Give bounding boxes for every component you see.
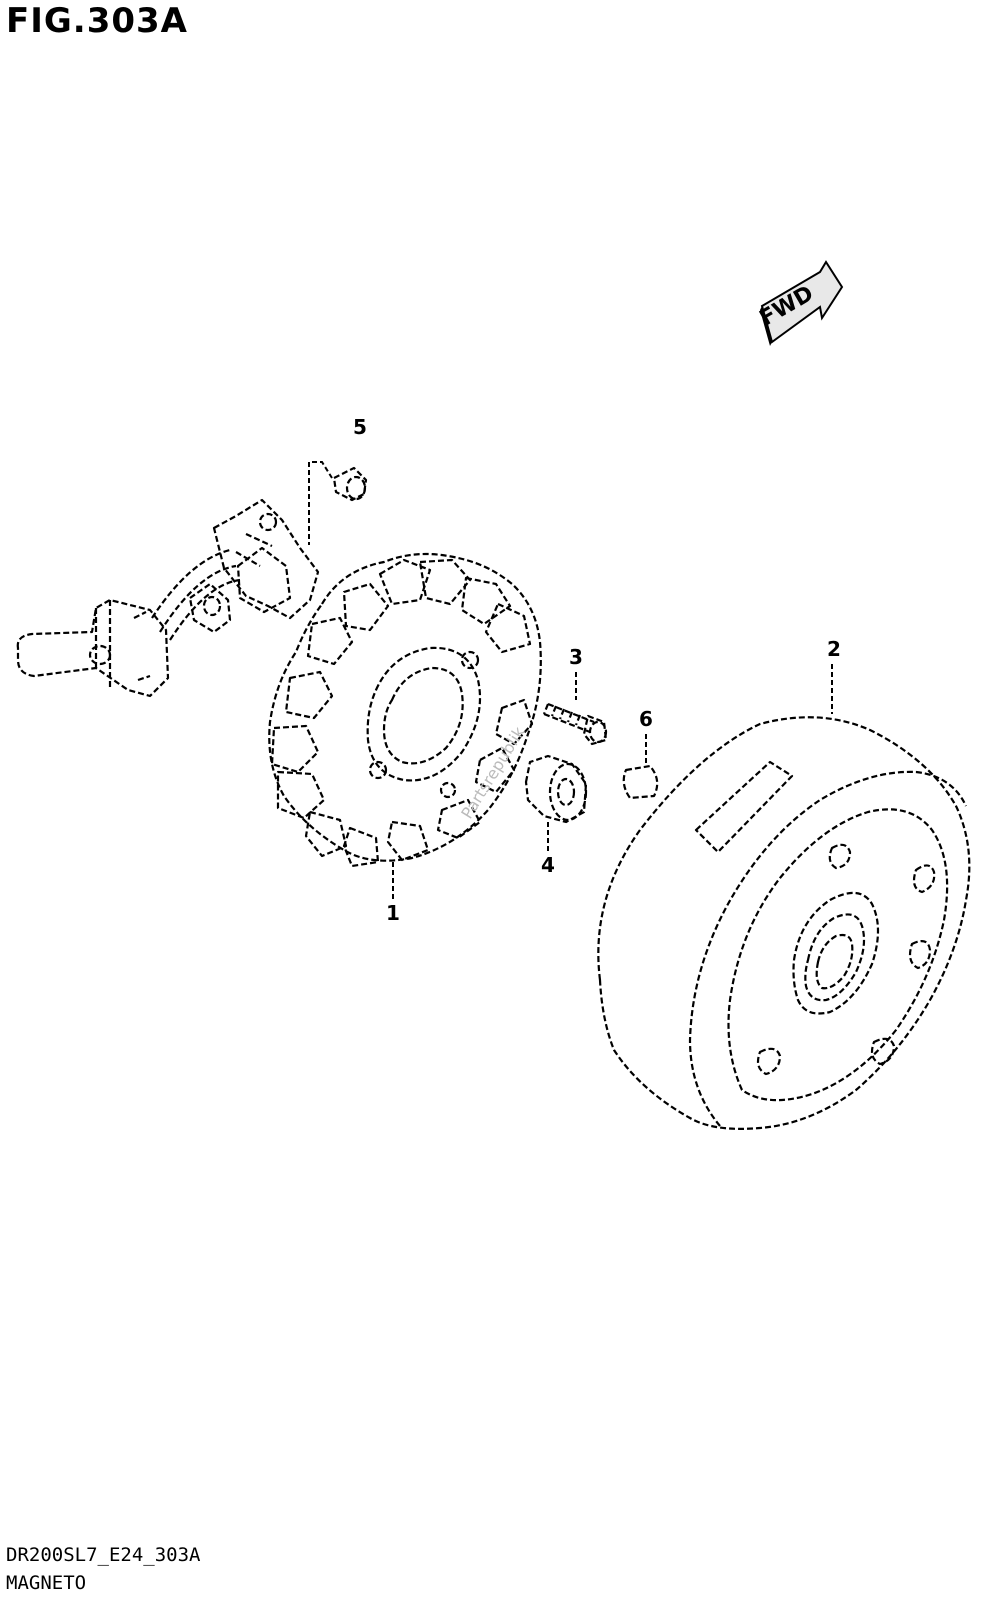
callout-6: 6	[639, 707, 653, 731]
watermark-text: Partsrepublik	[457, 723, 529, 822]
part-1-stator	[16, 498, 542, 900]
callout-1: 1	[386, 901, 400, 925]
callout-5: 5	[353, 415, 367, 439]
forward-arrow-icon: FWD	[756, 260, 844, 346]
diagram-caption: MAGNETO	[6, 1572, 87, 1594]
figure-title: FIG.303A	[6, 1, 188, 41]
part-5-screw	[308, 461, 368, 545]
part-6-key	[622, 734, 659, 800]
callout-3: 3	[569, 645, 583, 669]
part-4-nut	[524, 754, 588, 852]
callout-4: 4	[541, 853, 555, 877]
part-2-flywheel	[597, 664, 971, 1130]
part-3-bolt	[542, 672, 608, 746]
callout-2: 2	[827, 637, 841, 661]
drawing-code: DR200SL7_E24_303A	[6, 1544, 201, 1566]
